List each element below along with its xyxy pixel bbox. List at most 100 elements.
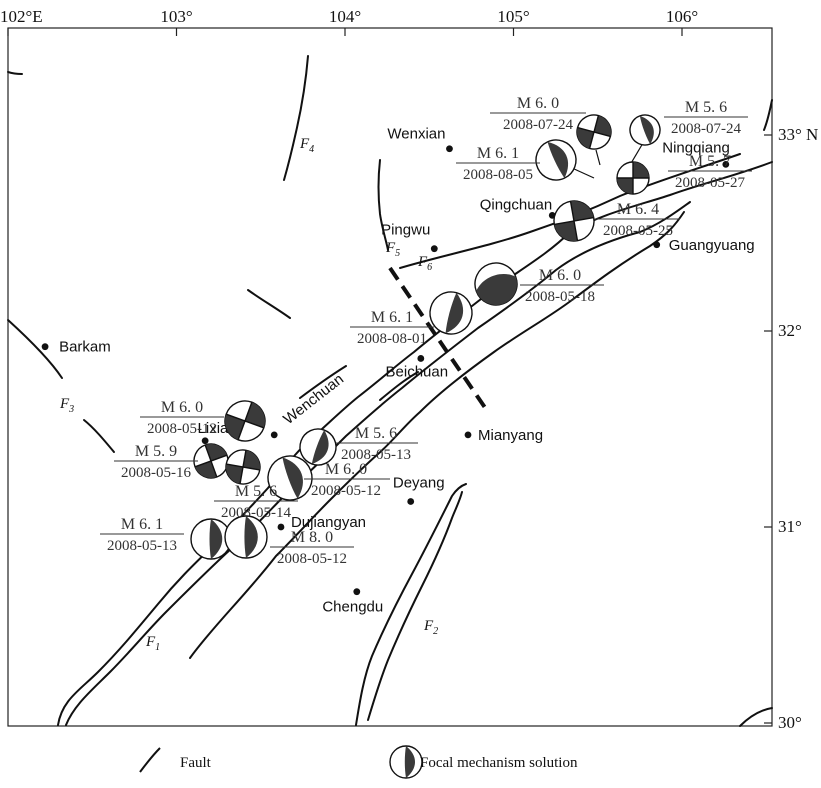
city-label: Ningqiang [662, 139, 730, 156]
lon-tick-label: 103° [160, 7, 192, 26]
legend-fault-symbol [139, 747, 161, 773]
city-deyang: Deyang [393, 475, 445, 505]
city-qingchuan: Qingchuan [480, 196, 556, 219]
event-date: 2008-07-24 [671, 121, 741, 137]
city-dot [464, 431, 472, 439]
lon-tick-label: 105° [497, 7, 529, 26]
fault-segment-wenchuan [299, 365, 347, 399]
legend-focal-symbol [389, 745, 423, 779]
city-barkam: Barkam [41, 339, 111, 356]
city-beichuan: Beichuan [386, 355, 449, 380]
fault-f5 [377, 159, 389, 251]
event-date: 2008-05-25 [603, 223, 673, 239]
event-magnitude: M 6. 0 [539, 267, 581, 284]
fault-label-f3: F3 [59, 396, 74, 415]
city-label: Guangyuang [669, 237, 755, 254]
city-dot [353, 588, 361, 596]
event-magnitude: M 6. 0 [161, 399, 203, 416]
city-dot [653, 241, 661, 249]
legend-focal-label: Focal mechanism solution [420, 755, 578, 771]
event-magnitude: M 5. 7 [689, 153, 731, 170]
event-date: 2008-05-13 [341, 447, 411, 463]
legend-fault-label: Fault [180, 755, 212, 771]
city-dot [41, 343, 49, 351]
city-dot [417, 355, 425, 362]
focal-mechanism-e4 [616, 161, 650, 195]
fault-label-f2: F2 [423, 618, 438, 637]
event-date: 2008-05-12 [147, 421, 217, 437]
event-magnitude: M 8. 0 [291, 529, 333, 546]
event-date: 2008-05-12 [277, 551, 347, 567]
event-label-e8: M 6. 0 2008-05-12 [140, 399, 224, 437]
city-chengdu: Chengdu [322, 588, 383, 616]
focal-mechanism-e14 [224, 515, 268, 559]
lon-tick-label: 102°E [0, 7, 43, 26]
event-magnitude: M 6. 1 [121, 516, 163, 533]
lat-tick-label: 30° [778, 713, 802, 732]
focal-mechanism-e13 [190, 518, 232, 560]
event-magnitude: M 6. 0 [517, 95, 559, 112]
lat-tick-label: 33° N [778, 125, 818, 144]
lat-tick-label: 32° [778, 321, 802, 340]
event-date: 2008-07-24 [503, 117, 573, 133]
city-label: Barkam [59, 339, 111, 356]
fault-f3 [83, 419, 115, 453]
fault-label-f5: F5 [385, 240, 400, 259]
city-dot [430, 245, 438, 253]
fault-label-f6: F6 [417, 254, 432, 273]
event-magnitude: M 5. 6 [685, 99, 727, 116]
dashed-profile-line [388, 266, 490, 414]
event-date: 2008-05-12 [311, 483, 381, 499]
map-frame [7, 27, 773, 727]
event-date: 2008-05-27 [675, 175, 745, 191]
city-dot [270, 431, 278, 439]
city-label: Mianyang [478, 427, 543, 444]
lat-tick-label: 31° [778, 517, 802, 536]
city-dot [446, 145, 453, 153]
city-mianyang: Mianyang [464, 427, 543, 444]
fault-f1-east [189, 211, 685, 659]
fault-northeast [763, 99, 773, 131]
event-magnitude: M 6. 0 [325, 461, 367, 478]
event-label-e11: M 6. 0 2008-05-12 [304, 461, 390, 499]
city-dot [201, 437, 209, 445]
city-dot [277, 523, 285, 531]
focal-mechanism-e5 [553, 200, 595, 242]
focal-mechanism-e7 [429, 291, 473, 335]
fault-east-1 [739, 707, 773, 727]
focal-mechanism-e8 [224, 400, 266, 442]
focal-mechanisms [190, 114, 661, 560]
focal-mechanism-e3 [535, 139, 577, 181]
city-label: Beichuan [386, 363, 449, 380]
legend-focal-ball [389, 745, 423, 779]
event-label-e4: M 5. 7 2008-05-27 [668, 153, 752, 191]
city-ningqiang: Ningqiang [662, 139, 730, 168]
focal-mechanism-e11 [267, 455, 313, 501]
city-label: Dujiangyan [291, 514, 366, 531]
fault-f2-b [367, 491, 463, 721]
fault-west-2 [7, 71, 23, 75]
event-magnitude: M 5. 9 [135, 443, 177, 460]
fault-f1-center [65, 201, 691, 726]
focal-mechanism-e9 [193, 443, 229, 479]
event-date: 2008-08-01 [357, 331, 427, 347]
city-wenchuan: Wenchuan [270, 371, 347, 439]
legend: Fault Focal mechanism solution [139, 745, 578, 779]
city-pingwu: Pingwu [381, 222, 438, 253]
fault-label-f1: F1 [145, 634, 160, 653]
event-label-e1: M 6. 0 2008-07-24 [490, 95, 586, 133]
fault-f1-west [57, 161, 773, 726]
fault-label-f4: F4 [299, 136, 314, 155]
focal-mechanism-e12 [225, 449, 261, 485]
focal-mechanism-e1 [576, 114, 612, 150]
